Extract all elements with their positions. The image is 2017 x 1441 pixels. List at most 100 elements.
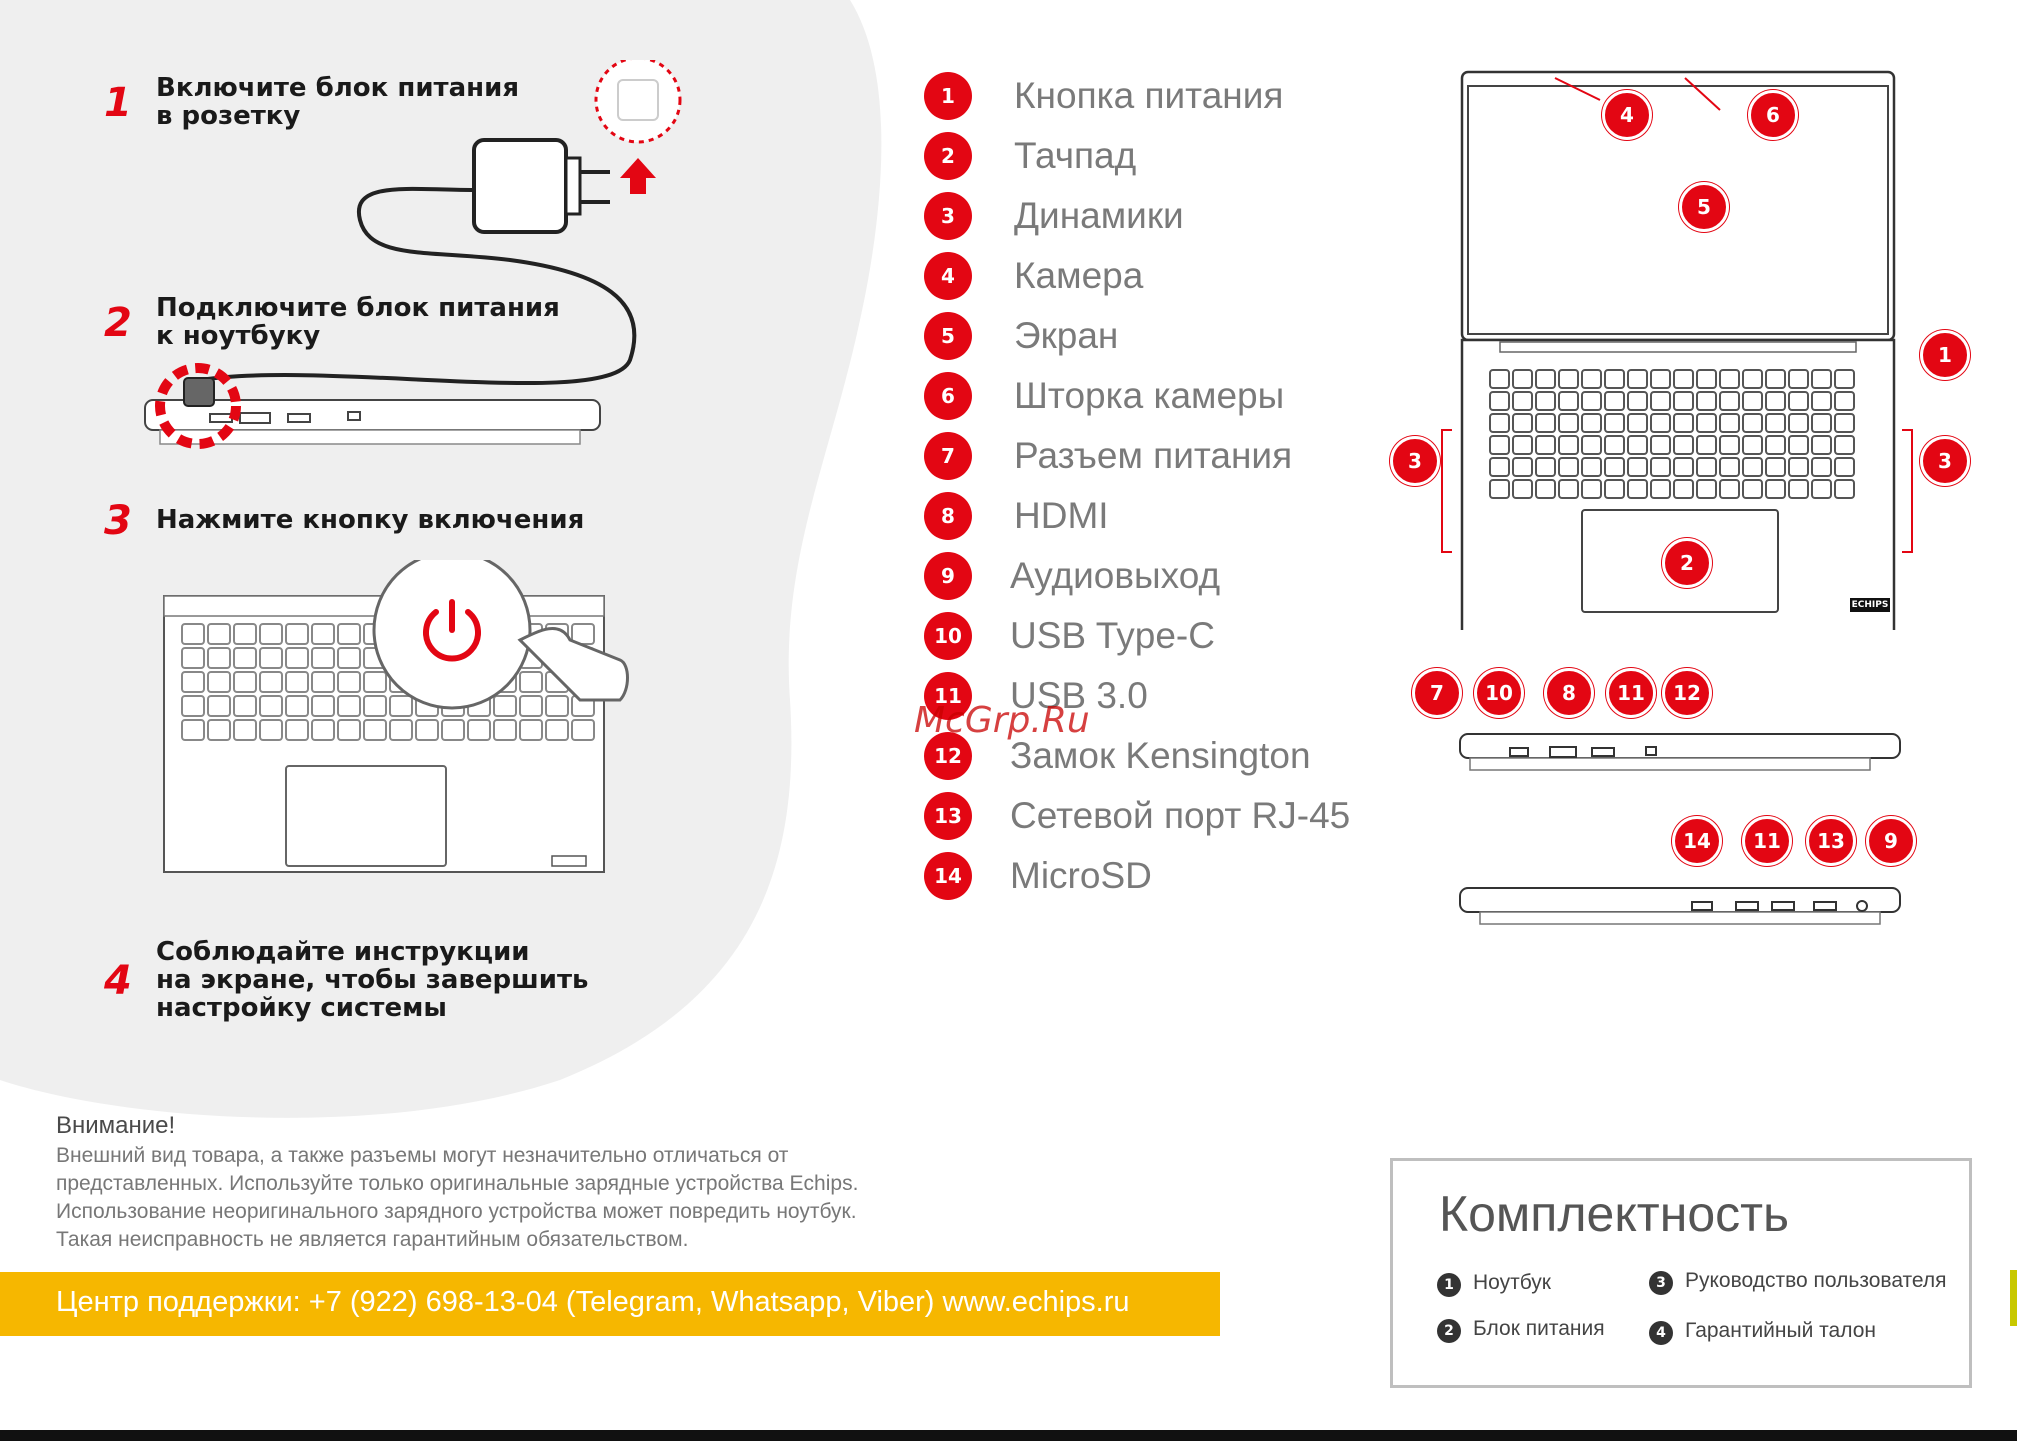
keyboard-key xyxy=(311,671,335,693)
diagram-badge: 2 xyxy=(1662,538,1712,588)
keyboard-key xyxy=(1788,413,1809,433)
diagram-badge: 7 xyxy=(1412,668,1462,718)
support-banner: Центр поддержки: +7 (922) 698-13-04 (Tel… xyxy=(0,1272,1220,1336)
keyboard-key xyxy=(1673,413,1694,433)
kit-item-label: Ноутбук xyxy=(1473,1271,1551,1294)
legend-badge: 14 xyxy=(924,852,972,900)
keyboard-key xyxy=(1788,435,1809,455)
keyboard-key xyxy=(285,719,309,741)
keyboard-key xyxy=(285,647,309,669)
keyboard-key xyxy=(181,719,205,741)
keyboard-key xyxy=(1512,413,1533,433)
keyboard-key xyxy=(545,719,569,741)
legend-badge: 6 xyxy=(924,372,972,420)
keyboard-illustration xyxy=(163,560,629,873)
keyboard-key xyxy=(311,719,335,741)
kit-item-label: Блок питания xyxy=(1473,1317,1605,1340)
keyboard-key xyxy=(337,623,361,645)
diagram-badge: 11 xyxy=(1606,668,1656,718)
keyboard-key xyxy=(337,719,361,741)
keyboard-key xyxy=(1512,369,1533,389)
keyboard-key xyxy=(493,695,517,717)
keyboard-key xyxy=(1673,457,1694,477)
keyboard-key xyxy=(1765,435,1786,455)
laptop-diagram-top: ECHIPS 4 6 5 1 3 3 2 xyxy=(1390,60,1990,630)
keyboard-key xyxy=(1719,369,1740,389)
diagram-badge: 5 xyxy=(1679,182,1729,232)
notice-line: Внешний вид товара, а также разъемы могу… xyxy=(56,1144,789,1167)
keyboard-key xyxy=(1535,369,1556,389)
step-2-text: Подключите блок питания к ноутбуку xyxy=(156,293,560,351)
diagram-badge: 8 xyxy=(1544,668,1594,718)
diagram-badge: 3 xyxy=(1390,436,1440,486)
legend-label: Аудиовыход xyxy=(1010,555,1221,596)
notice-line: представленных. Используйте только ориги… xyxy=(56,1172,859,1195)
keyboard-key xyxy=(1604,391,1625,411)
keyboard-key xyxy=(1834,391,1855,411)
keyboard-key xyxy=(259,719,283,741)
keyboard-key xyxy=(337,671,361,693)
keyboard-key xyxy=(363,671,387,693)
keyboard-key xyxy=(1834,457,1855,477)
keyboard-key xyxy=(519,719,543,741)
keyboard-key xyxy=(1535,479,1556,499)
keyboard-key xyxy=(1719,435,1740,455)
legend-label: Кнопка питания xyxy=(1014,75,1284,116)
diagram-badge: 14 xyxy=(1672,816,1722,866)
kit-title: Комплектность xyxy=(1439,1186,1790,1242)
kit-item-number: 1 xyxy=(1437,1273,1461,1297)
kit-item-label: Руководство пользователя xyxy=(1685,1269,1947,1292)
keyboard-key xyxy=(1650,479,1671,499)
keyboard-key xyxy=(1558,479,1579,499)
keyboard-key xyxy=(1719,413,1740,433)
keyboard-key xyxy=(1696,435,1717,455)
keyboard-key xyxy=(467,719,491,741)
keyboard-key xyxy=(259,695,283,717)
diagram-badge: 12 xyxy=(1662,668,1712,718)
keyboard-key xyxy=(181,671,205,693)
legend-badge: 10 xyxy=(924,612,972,660)
legend-badge: 9 xyxy=(924,552,972,600)
keyboard-key xyxy=(571,719,595,741)
keyboard-key xyxy=(1512,435,1533,455)
keyboard-key xyxy=(1489,413,1510,433)
notice-line: Такая неисправность не является гарантий… xyxy=(56,1228,689,1251)
keyboard-key xyxy=(1650,413,1671,433)
diagram-badge: 4 xyxy=(1602,90,1652,140)
left-side-outline xyxy=(1459,733,1901,771)
keyboard-key xyxy=(1765,479,1786,499)
keyboard-key xyxy=(207,623,231,645)
diagram-badge: 1 xyxy=(1920,330,1970,380)
diagram-badge: 11 xyxy=(1742,816,1792,866)
keyboard-key xyxy=(1489,369,1510,389)
keyboard-key xyxy=(1604,413,1625,433)
keyboard-key xyxy=(363,695,387,717)
keyboard-key xyxy=(1696,479,1717,499)
keyboard-key xyxy=(1627,369,1648,389)
keyboard-key xyxy=(1558,391,1579,411)
keyboard-key xyxy=(1489,479,1510,499)
step-3-number: 3 xyxy=(104,498,132,544)
legend-badge: 2 xyxy=(924,132,972,180)
keyboard-key xyxy=(233,671,257,693)
keyboard-key xyxy=(1765,457,1786,477)
keyboard-key xyxy=(1742,391,1763,411)
keyboard-key xyxy=(181,695,205,717)
keyboard-key xyxy=(1650,435,1671,455)
keyboard-key xyxy=(441,719,465,741)
keyboard-key xyxy=(259,647,283,669)
bottom-bar xyxy=(0,1430,2017,1441)
keyboard-key xyxy=(1834,435,1855,455)
keyboard-key xyxy=(389,695,413,717)
keyboard-key xyxy=(337,647,361,669)
keyboard-key xyxy=(207,695,231,717)
keyboard-key xyxy=(1650,369,1671,389)
keyboard-key xyxy=(1512,479,1533,499)
keyboard-key xyxy=(1834,369,1855,389)
charger-illustration xyxy=(144,60,682,449)
keyboard-key xyxy=(1811,457,1832,477)
legend-label: Тачпад xyxy=(1014,135,1137,176)
keyboard-key xyxy=(1581,413,1602,433)
keyboard-key xyxy=(1627,435,1648,455)
